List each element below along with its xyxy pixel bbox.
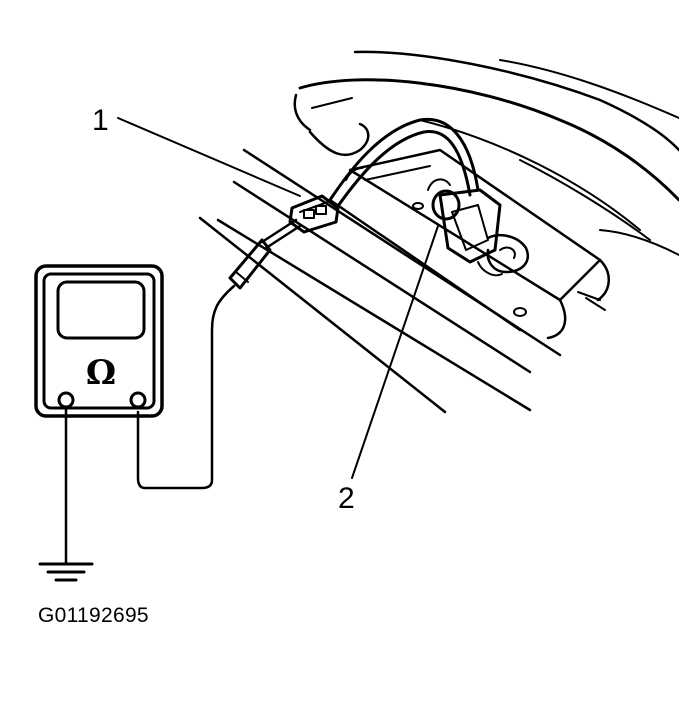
test-lead-positive [136, 284, 236, 490]
ground-symbol-icon [38, 562, 94, 582]
bulb-socket-assembly [412, 178, 529, 317]
meter-terminal-positive [129, 391, 147, 409]
test-probe [228, 218, 302, 290]
meter-terminal-negative [57, 391, 75, 409]
ohm-symbol-icon: Ω [86, 353, 116, 393]
figure-code: G01192695 [38, 604, 149, 627]
callout-1: 1 [92, 104, 301, 197]
callout-1-label: 1 [92, 104, 109, 137]
callout-2: 2 [338, 225, 439, 515]
vehicle-panel [198, 50, 679, 414]
ohmmeter: Ω [34, 264, 164, 418]
callout-2-label: 2 [338, 482, 355, 515]
harness-connector [288, 194, 340, 234]
wire-harness [328, 117, 480, 208]
